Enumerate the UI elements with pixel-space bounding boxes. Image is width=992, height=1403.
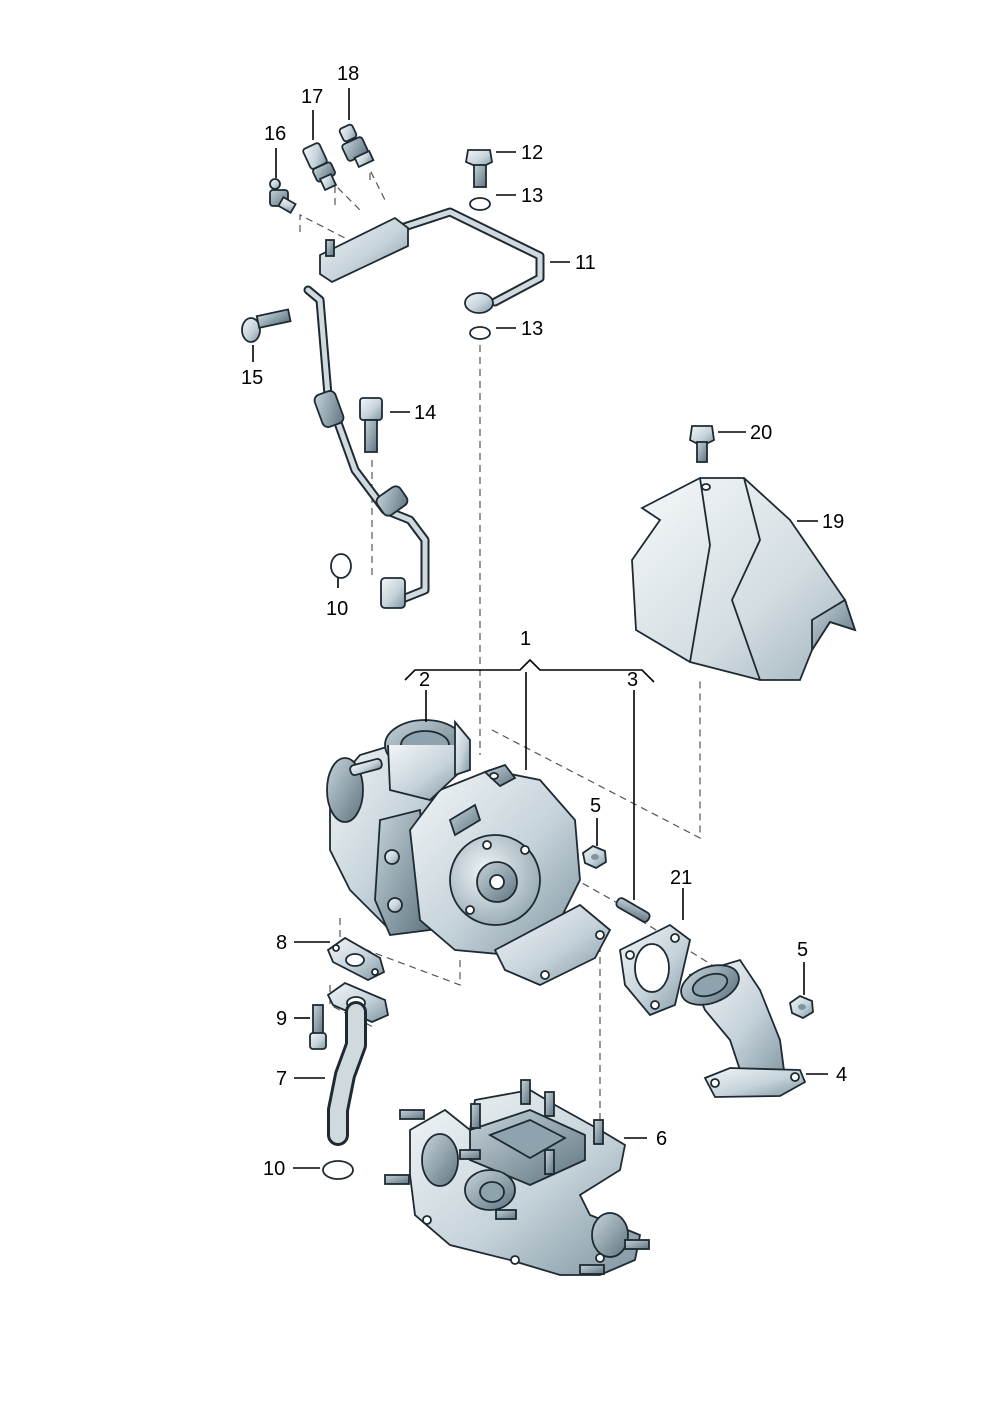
bolt-14 — [359, 397, 383, 453]
callout-7: 7 — [276, 1068, 287, 1090]
elbow-pipe-4 — [680, 958, 807, 1098]
sensor-16 — [269, 178, 297, 215]
bolt-20 — [689, 425, 715, 463]
return-pipe-7 — [326, 981, 390, 1146]
turbocharger — [326, 719, 612, 986]
nut-5-lower — [789, 994, 814, 1020]
callout-20: 20 — [750, 422, 772, 444]
callout-5-lower: 5 — [797, 939, 808, 961]
exhaust-manifold-6 — [384, 1079, 650, 1276]
heat-shield-19 — [631, 477, 857, 681]
callout-11: 11 — [575, 252, 596, 274]
seal-ring-10-lower — [322, 1160, 354, 1180]
sensor-17 — [302, 142, 338, 192]
callout-6: 6 — [656, 1128, 667, 1150]
callout-2: 2 — [419, 669, 430, 691]
callout-4: 4 — [836, 1064, 847, 1086]
callout-13-upper: 13 — [521, 185, 543, 207]
sensor-18 — [338, 123, 375, 169]
gasket-21 — [619, 923, 692, 1017]
bolt-12 — [464, 149, 493, 188]
callout-labels: 1 2 3 4 5 5 6 7 8 9 10 10 11 12 13 13 14… — [241, 63, 847, 1180]
callout-17: 17 — [301, 86, 323, 108]
seal-ring-10-upper — [330, 553, 352, 579]
bolt-15 — [241, 308, 292, 343]
seal-ring-13-upper — [469, 197, 491, 211]
callout-1: 1 — [520, 628, 531, 650]
callout-10-upper: 10 — [326, 598, 348, 620]
nut-5-upper — [582, 844, 607, 870]
stud-3 — [615, 897, 651, 923]
callout-8: 8 — [276, 932, 287, 954]
callout-18: 18 — [337, 63, 359, 85]
callout-12: 12 — [521, 142, 543, 164]
callout-13-lower: 13 — [521, 318, 543, 340]
bolt-9 — [309, 1004, 327, 1050]
callout-5-upper: 5 — [590, 795, 601, 817]
callout-10-lower: 10 — [263, 1158, 285, 1180]
callout-16: 16 — [264, 123, 286, 145]
callout-14: 14 — [414, 402, 436, 424]
oil-feed-pipe — [303, 207, 545, 609]
callout-3: 3 — [627, 669, 638, 691]
callout-9: 9 — [276, 1008, 287, 1030]
gasket-8 — [326, 936, 386, 982]
callout-15: 15 — [241, 367, 263, 389]
leader-lines — [252, 88, 828, 1169]
seal-ring-13-lower — [469, 326, 491, 340]
callout-21: 21 — [670, 867, 692, 889]
callout-19: 19 — [822, 511, 844, 533]
